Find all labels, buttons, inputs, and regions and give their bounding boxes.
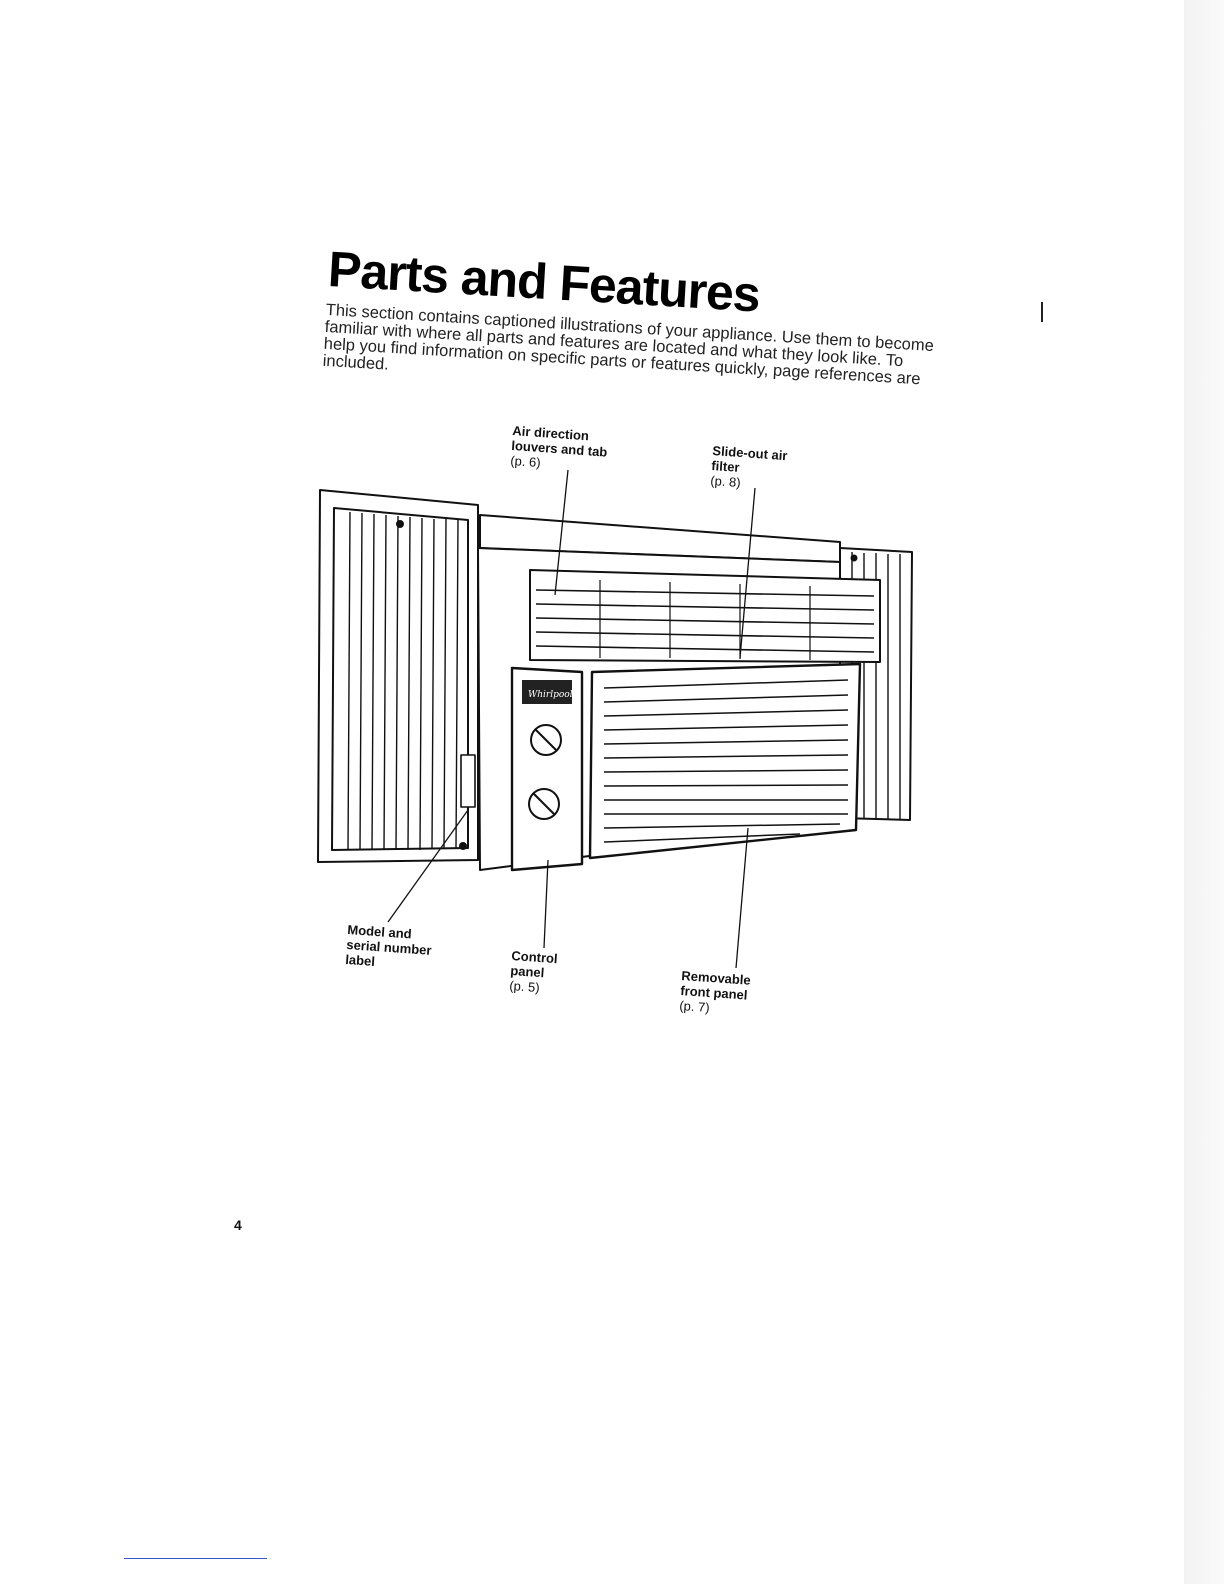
label-control-panel: Control panel (p. 5) [509,948,592,998]
leader-lines [387,469,756,969]
margin-mark [1041,302,1043,322]
front-panel-shape [588,662,862,860]
left-side-panel [317,489,479,863]
control-panel-shape [510,666,584,872]
serial-label-plate [460,754,476,808]
label-removable-front-panel: Removable front panel (p. 7) [679,968,782,1020]
bottom-rule [124,1558,267,1559]
label-model-name: Model and serial number label [344,922,433,969]
brand-script: Whirlpool [528,690,573,700]
louver-grille [529,569,881,663]
label-model-serial: Model and serial number label [345,922,438,973]
left-panel-pleats [347,511,459,851]
page-shadow [1184,0,1224,1584]
front-panel-slats [603,679,849,843]
label-air-direction-louvers: Air direction louvers and tab (p. 6) [510,423,633,476]
louver-slats [535,589,875,653]
air-conditioner-illustration: Whirlpool [317,469,913,969]
label-slide-out-air-filter: Slide-out air filter (p. 8) [710,443,803,494]
page-number: 4 [234,1217,242,1233]
